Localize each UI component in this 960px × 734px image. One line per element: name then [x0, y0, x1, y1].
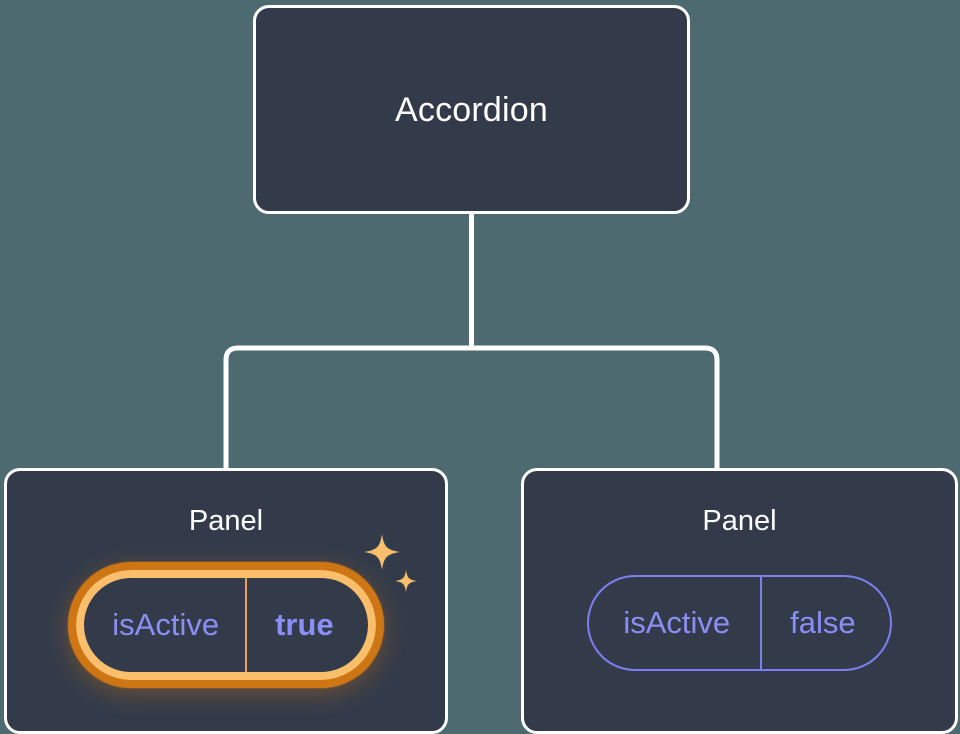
node-title: Panel [702, 505, 777, 537]
tree-node-panel-inactive[interactable]: Panel isActive false [521, 468, 958, 734]
panel-body: isActive true [7, 534, 445, 688]
node-title: Panel [188, 505, 264, 537]
state-value-label: true [245, 578, 368, 672]
node-title: Accordion [395, 90, 548, 129]
panel-body: isActive false [524, 570, 955, 671]
state-pill-active[interactable]: isActive true [68, 534, 417, 688]
state-key-label: isActive [623, 605, 731, 640]
state-value-label: false [760, 577, 889, 669]
tree-node-accordion[interactable]: Accordion [253, 5, 690, 214]
state-key-label: isActive [112, 607, 220, 642]
connector-branch-bus [223, 345, 720, 468]
state-pill-inactive[interactable]: isActive false [587, 575, 892, 671]
tree-node-panel-active[interactable]: Panel isActive true [4, 468, 448, 734]
